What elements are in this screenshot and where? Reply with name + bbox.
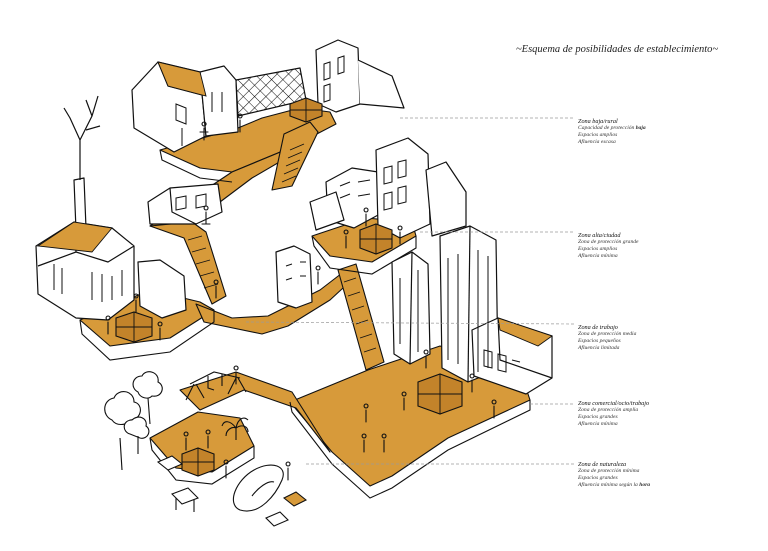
stair-middle (271, 121, 319, 191)
diagram-title: ~Esquema de posibilidades de establecimi… (516, 44, 719, 55)
pond (232, 464, 284, 512)
bench-2 (265, 511, 289, 527)
zone-label-nature: Zona de naturaleza Zona de protección mí… (578, 461, 650, 489)
zone-name: Zona alta/ciudad (578, 232, 621, 239)
building-city-3 (425, 161, 467, 237)
zone-line: Afluencia escasa (578, 139, 616, 146)
table-nature (156, 455, 184, 471)
zone-line: Zona de protección grande (578, 239, 639, 246)
zone-line: Espacios grandes (578, 475, 618, 482)
tree-3 (123, 416, 150, 439)
ramp-city-to-commercial (337, 263, 385, 371)
zone-name: Zona comercial/ocio/trabajo (578, 400, 650, 407)
zone-label-commercial: Zona comercial/ocio/trabajo Zona de prot… (578, 400, 649, 428)
building-city-low (309, 191, 345, 231)
zone-line: Afluencia mínima (578, 421, 618, 428)
bench-1 (171, 487, 199, 505)
zone-line: Afluencia mínima según la hora (578, 482, 651, 489)
zone-line: Espacios grandes (578, 414, 618, 421)
zone-line: Capacidad de protección baja (578, 125, 646, 132)
zone-line: Afluencia mínima (578, 253, 618, 260)
zone-line: Zona de protección mínima (578, 468, 640, 475)
stool (282, 491, 308, 507)
platform-edges (79, 149, 531, 499)
zone-label-city: Zona alta/ciudad Zona de protección gran… (578, 232, 639, 260)
zone-name: Zona baja/rural (578, 118, 618, 125)
people (105, 113, 497, 481)
zone-label-work: Zona de trabajo Zona de protección media… (578, 324, 636, 352)
zone-line: Espacios pequeños (578, 338, 621, 345)
building-city-2 (375, 137, 431, 239)
swing-set (185, 371, 247, 401)
zone-line: Afluencia limitada (578, 345, 620, 352)
building-small-left (137, 259, 187, 319)
building-details (53, 55, 521, 373)
roof-hatching (36, 61, 553, 347)
building-center-small (275, 245, 313, 309)
zone-name: Zona de naturaleza (578, 461, 627, 468)
bare-tree (63, 95, 101, 180)
building-rural-3 (315, 39, 361, 113)
path-to-nature (179, 371, 331, 453)
nature-elements (104, 371, 308, 527)
stairs-hatch (187, 143, 377, 353)
tree-2 (132, 371, 163, 399)
zone-line: Zona de protección amplia (578, 407, 639, 414)
crate-lines (116, 98, 462, 476)
zone-line: Espacios amplios (578, 132, 618, 139)
palm-plant (221, 417, 249, 440)
zone-name: Zona de trabajo (578, 324, 618, 331)
leader-lines (245, 117, 575, 465)
zone-label-rural: Zona baja/rural Capacidad de protección … (578, 118, 646, 146)
zone-line: Espacios amplios (578, 246, 618, 253)
platform-rural-top (159, 107, 337, 173)
zone-line: Zona de protección media (578, 331, 637, 338)
